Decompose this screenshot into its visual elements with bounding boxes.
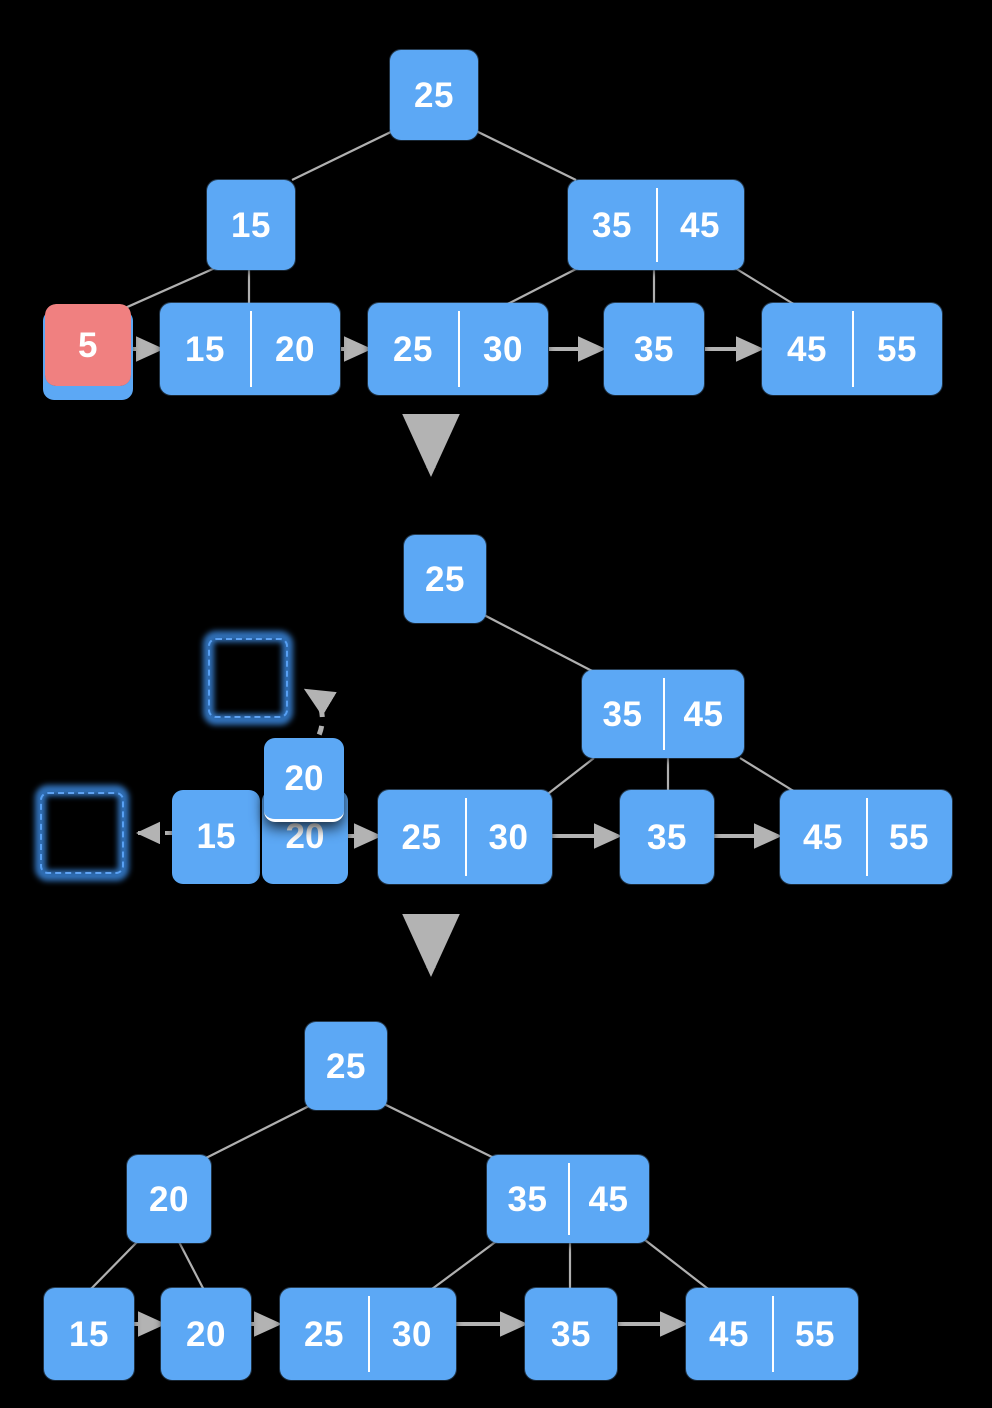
stage3-leaf-0[interactable]: 15 — [44, 1288, 134, 1380]
node-key: 15 — [185, 329, 225, 369]
node-key: 35 — [602, 694, 643, 734]
node-key: 30 — [368, 1288, 456, 1380]
node-key: 25 — [414, 75, 454, 115]
node-key: 15 — [69, 1314, 109, 1354]
placeholder-glow — [203, 631, 293, 725]
stage2-splitting-leaf[interactable]: 15 20 — [172, 790, 348, 884]
node-key: 55 — [772, 1288, 858, 1380]
stage3-leaf-3[interactable]: 35 — [525, 1288, 617, 1380]
node-key: 45 — [803, 817, 843, 857]
stage2-leaf-4[interactable]: 45 55 — [780, 790, 952, 884]
node-key: 15 — [196, 817, 236, 856]
node-key: 35 — [592, 205, 632, 245]
stage3-internal-node-left[interactable]: 20 — [127, 1155, 211, 1243]
node-key: 25 — [304, 1314, 344, 1354]
node-key: 5 — [45, 304, 131, 386]
node-key: 45 — [568, 1155, 649, 1243]
stage1-leaf-3[interactable]: 35 — [604, 303, 704, 395]
stage1-internal-node-left[interactable]: 15 — [207, 180, 295, 270]
stage1-leaf-2[interactable]: 25 30 — [368, 303, 548, 395]
node-key: 20 — [285, 817, 325, 856]
node-key: 35 — [507, 1179, 548, 1219]
node-key: 55 — [852, 303, 942, 395]
node-key: 45 — [656, 180, 744, 270]
node-key: 20 — [186, 1314, 226, 1354]
stage1-leaf-1[interactable]: 15 20 — [160, 303, 340, 395]
stage2-root-node[interactable]: 25 — [404, 535, 486, 623]
stage2-promoted-node[interactable]: 20 — [264, 738, 344, 822]
node-key: 20 — [149, 1179, 189, 1219]
node-key: 45 — [709, 1314, 749, 1354]
node-key: 25 — [326, 1046, 366, 1086]
split-half-left[interactable]: 15 — [172, 790, 260, 884]
node-key: 30 — [465, 790, 552, 884]
node-key: 15 — [231, 205, 271, 245]
node-key: 35 — [551, 1314, 591, 1354]
stage3-leaf-4[interactable]: 45 55 — [686, 1288, 858, 1380]
node-key: 20 — [284, 758, 324, 798]
node-key: 45 — [663, 670, 744, 758]
node-key: 20 — [250, 303, 340, 395]
stage2-placeholder-new-internal[interactable] — [203, 631, 293, 725]
stage2-leaf-2[interactable]: 25 30 — [378, 790, 552, 884]
node-key: 25 — [425, 559, 465, 599]
node-key: 35 — [647, 817, 687, 857]
stage3-internal-node-right[interactable]: 35 45 — [487, 1155, 649, 1243]
stage1-internal-node-right[interactable]: 35 45 — [568, 180, 744, 270]
stage3-leaf-2[interactable]: 25 30 — [280, 1288, 456, 1380]
node-key: 45 — [787, 329, 827, 369]
stage3-leaf-1[interactable]: 20 — [161, 1288, 251, 1380]
node-key: 35 — [634, 329, 674, 369]
stage2-internal-node-right[interactable]: 35 45 — [582, 670, 744, 758]
stage2-leaf-3[interactable]: 35 — [620, 790, 714, 884]
stage1-leaf-4[interactable]: 45 55 — [762, 303, 942, 395]
stage1-leaf-0[interactable]: 5 — [45, 304, 131, 386]
node-key: 25 — [393, 329, 433, 369]
node-key: 55 — [866, 790, 952, 884]
stage1-root-node[interactable]: 25 — [390, 50, 478, 140]
node-key: 30 — [458, 303, 548, 395]
node-key: 25 — [401, 817, 442, 857]
placeholder-glow — [35, 785, 129, 881]
stage3-root-node[interactable]: 25 — [305, 1022, 387, 1110]
stage2-placeholder-new-leaf[interactable] — [35, 785, 129, 881]
